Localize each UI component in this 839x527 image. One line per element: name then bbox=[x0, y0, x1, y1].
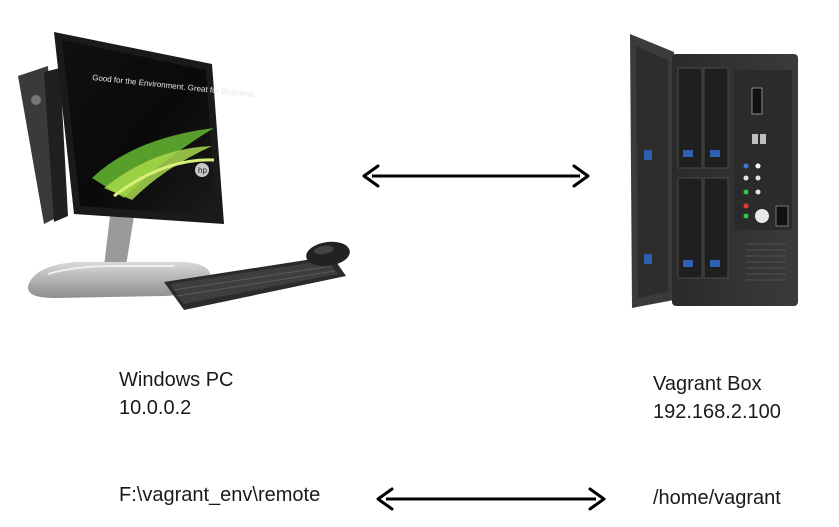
vagrant-path-label: /home/vagrant bbox=[653, 487, 781, 509]
network-double-arrow-icon bbox=[360, 162, 592, 190]
pc-ip-label: 10.0.0.2 bbox=[119, 397, 192, 419]
pc-name-label: Windows PC bbox=[119, 369, 234, 391]
svg-text:hp: hp bbox=[198, 166, 207, 175]
pc-path-label: F:\vagrant_env\remote bbox=[119, 484, 321, 506]
server-tower-icon bbox=[628, 30, 802, 310]
vagrant-ip-label: 192.168.2.100 bbox=[653, 401, 781, 423]
vagrant-name-label: Vagrant Box bbox=[653, 373, 762, 395]
sync-double-arrow-icon bbox=[374, 485, 608, 513]
desktop-computer-icon: hp Good for the Environment. Great for B… bbox=[14, 28, 359, 318]
